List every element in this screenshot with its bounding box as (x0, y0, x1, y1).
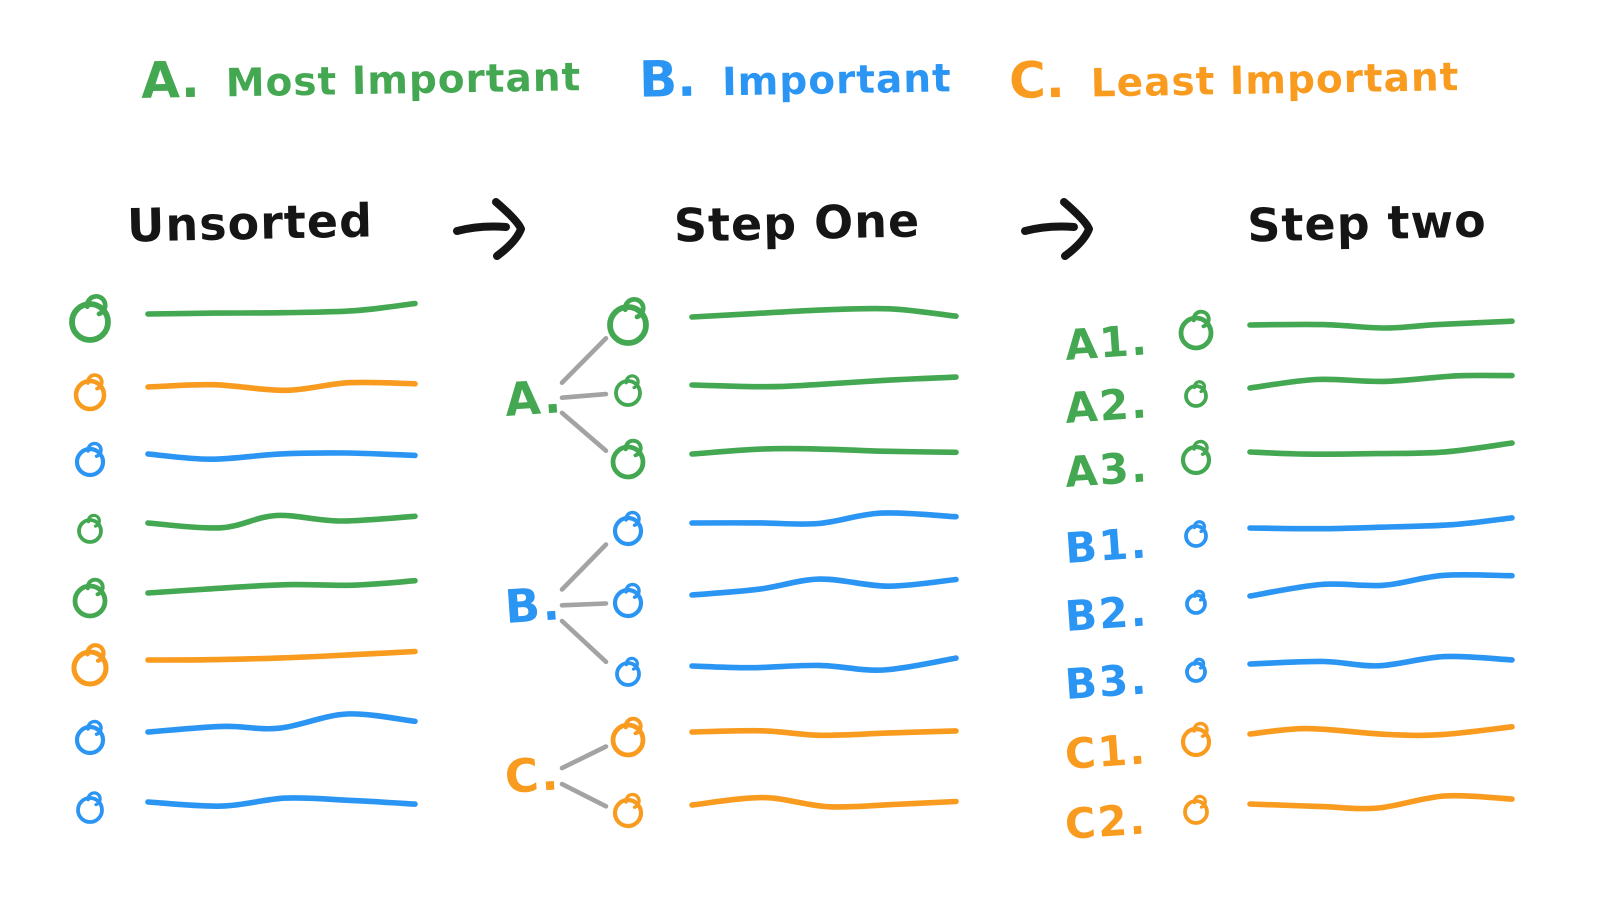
unsorted-item-line (145, 648, 418, 663)
step-one-item-bullet-loop (624, 510, 641, 527)
step-one-item-bullet (614, 379, 642, 407)
group-branch-connector (559, 391, 609, 401)
step-one-item-bullet-loop (623, 716, 643, 736)
step-two-item-line (1247, 372, 1515, 391)
arrow-right-icon (1021, 198, 1093, 260)
step-two-item-line (1247, 318, 1515, 331)
step-one-item-bullet (610, 444, 646, 480)
unsorted-item-line (145, 711, 418, 735)
unsorted-item-line (145, 512, 418, 531)
step-one-item-line (689, 445, 959, 457)
unsorted-item-bullet (72, 583, 108, 619)
unsorted-item-bullet-loop (86, 513, 101, 528)
unsorted-item-bullet (74, 724, 106, 756)
step-two-item-bullet-loop (1192, 380, 1206, 394)
step-two-item-bullet-loop (1191, 309, 1211, 329)
step-one-item-bullet-loop (623, 438, 643, 458)
step-two-item-bullet-loop (1192, 794, 1207, 809)
arrow-tip (1060, 198, 1093, 260)
group-label-a: A. (503, 369, 565, 427)
step-one-item-bullet (612, 515, 644, 547)
step-one-item-bullet (607, 304, 649, 346)
step-one-item-line (689, 794, 959, 810)
unsorted-item-bullet-loop (86, 791, 102, 807)
step-one-item-line (689, 576, 959, 598)
unsorted-item-bullet-loop (86, 373, 104, 391)
group-branch-connector (559, 335, 609, 386)
step-one-item-bullet (615, 661, 641, 687)
group-branch-connector (559, 601, 609, 608)
step-one-item-line (689, 374, 959, 390)
step-two-item-bullet (1178, 315, 1214, 351)
step-two-item-bullet-loop (1192, 520, 1206, 534)
step-one-item-bullet-loop (624, 374, 640, 390)
step-two-item-line (1247, 571, 1515, 599)
step-one-item-line (689, 510, 959, 527)
group-branch-connector (559, 542, 609, 592)
step-one-item-line (689, 305, 959, 320)
rank-label-a3: A3. (1063, 442, 1150, 497)
step-two-item-bullet (1183, 799, 1209, 825)
rank-label-b3: B3. (1063, 654, 1149, 709)
step-one-item-bullet-loop (624, 656, 639, 671)
group-branch-connector (559, 744, 609, 771)
step-one-item-bullet-loop (622, 297, 646, 320)
step-one-item-bullet (612, 797, 644, 829)
rank-label-b2: B2. (1063, 586, 1149, 641)
step-two-item-bullet-loop (1193, 657, 1206, 670)
group-label-c: C. (503, 746, 562, 804)
step-two-item-bullet-loop (1192, 721, 1209, 738)
step-two-item-bullet-loop (1192, 439, 1209, 456)
unsorted-item-line (145, 379, 418, 394)
unsorted-item-bullet (71, 649, 109, 687)
unsorted-item-line (145, 450, 418, 463)
arrow-tip (492, 198, 525, 260)
arrow-shaft (1021, 222, 1078, 235)
unsorted-item-bullet (74, 446, 106, 478)
unsorted-item-bullet-loop (86, 719, 103, 736)
rank-label-a2: A2. (1063, 378, 1150, 433)
step-two-item-line (1247, 724, 1515, 739)
step-one-item-bullet-loop (624, 582, 641, 599)
unsorted-item-bullet (77, 518, 103, 544)
group-label-b: B. (503, 576, 563, 634)
rank-label-a1: A1. (1063, 315, 1150, 370)
unsorted-item-bullet (76, 796, 104, 824)
step-two-item-line (1247, 653, 1515, 669)
step-two-item-bullet (1180, 726, 1212, 758)
step-two-item-bullet-loop (1193, 589, 1206, 602)
group-branch-connector (559, 410, 609, 454)
step-two-item-line (1247, 440, 1515, 458)
unsorted-item-line (145, 795, 418, 809)
unsorted-item-bullet-loop (84, 294, 108, 317)
unsorted-item-line (145, 300, 418, 317)
step-two-item-bullet (1180, 444, 1212, 476)
step-one-item-line (689, 727, 959, 739)
step-one-item-bullet (610, 722, 646, 758)
unsorted-item-bullet-loop (85, 577, 105, 597)
group-branch-connector (559, 781, 609, 809)
rank-label-b1: B1. (1063, 518, 1149, 573)
unsorted-item-line (145, 577, 418, 596)
arrow-shaft (453, 222, 510, 235)
unsorted-item-bullet (73, 378, 107, 412)
unsorted-item-bullet-loop (85, 643, 106, 663)
group-branch-connector (559, 618, 609, 665)
step-one-item-bullet (612, 587, 644, 619)
rank-label-c1: C1. (1063, 724, 1148, 779)
unsorted-item-bullet-loop (86, 441, 103, 458)
arrow-right-icon (453, 198, 525, 260)
step-two-item-line (1247, 792, 1515, 812)
step-two-item-line (1247, 515, 1515, 532)
unsorted-item-bullet (69, 301, 111, 343)
rank-label-c2: C2. (1063, 794, 1148, 849)
step-one-item-bullet-loop (624, 792, 641, 809)
step-one-item-line (689, 655, 959, 673)
